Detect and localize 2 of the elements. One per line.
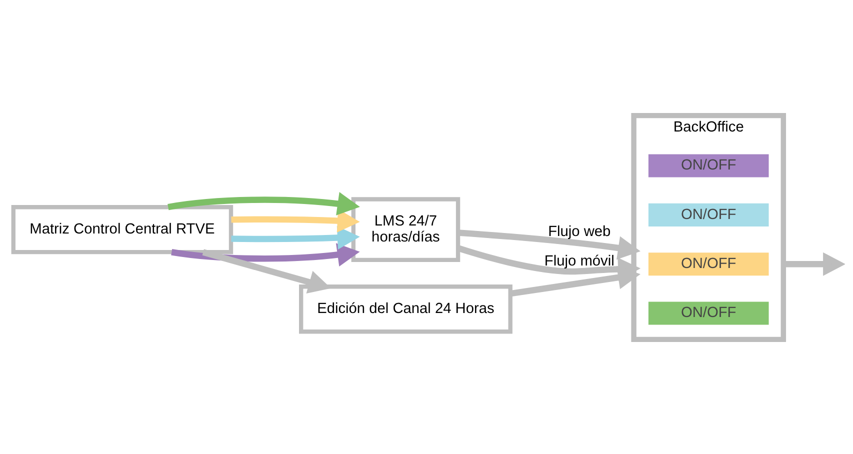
edge-label: Flujo móvil xyxy=(544,252,614,269)
edge-label: Flujo web xyxy=(548,224,611,240)
